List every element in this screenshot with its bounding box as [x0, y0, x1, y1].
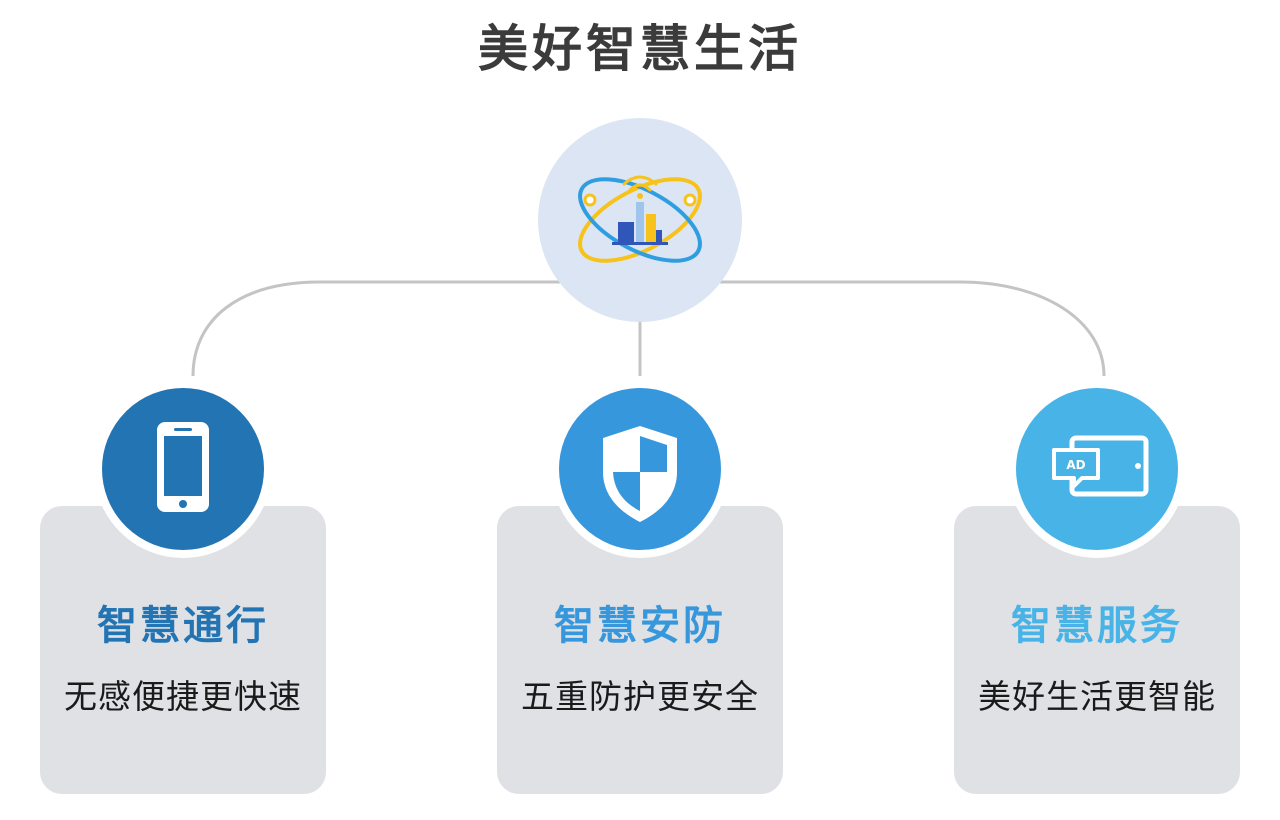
- card-title: 智慧安防: [554, 603, 726, 649]
- card-icon-circle: [551, 380, 729, 558]
- smart-city-orbit-icon: [578, 175, 702, 263]
- card-icon-circle: AD: [1008, 380, 1186, 558]
- ad-screen-icon: AD: [1052, 435, 1149, 497]
- card-icon-circle: [94, 380, 272, 558]
- smartphone-icon: [157, 422, 209, 512]
- hub-circle: [538, 118, 742, 322]
- shield-icon: [603, 426, 677, 522]
- card-title: 智慧服务: [1011, 603, 1183, 649]
- svg-text:AD: AD: [1066, 458, 1085, 472]
- card-description: 五重防护更安全: [521, 677, 759, 716]
- card-description: 无感便捷更快速: [64, 677, 302, 716]
- card-title: 智慧通行: [97, 603, 269, 649]
- card-description: 美好生活更智能: [978, 677, 1216, 716]
- page-title: 美好智慧生活: [478, 20, 802, 78]
